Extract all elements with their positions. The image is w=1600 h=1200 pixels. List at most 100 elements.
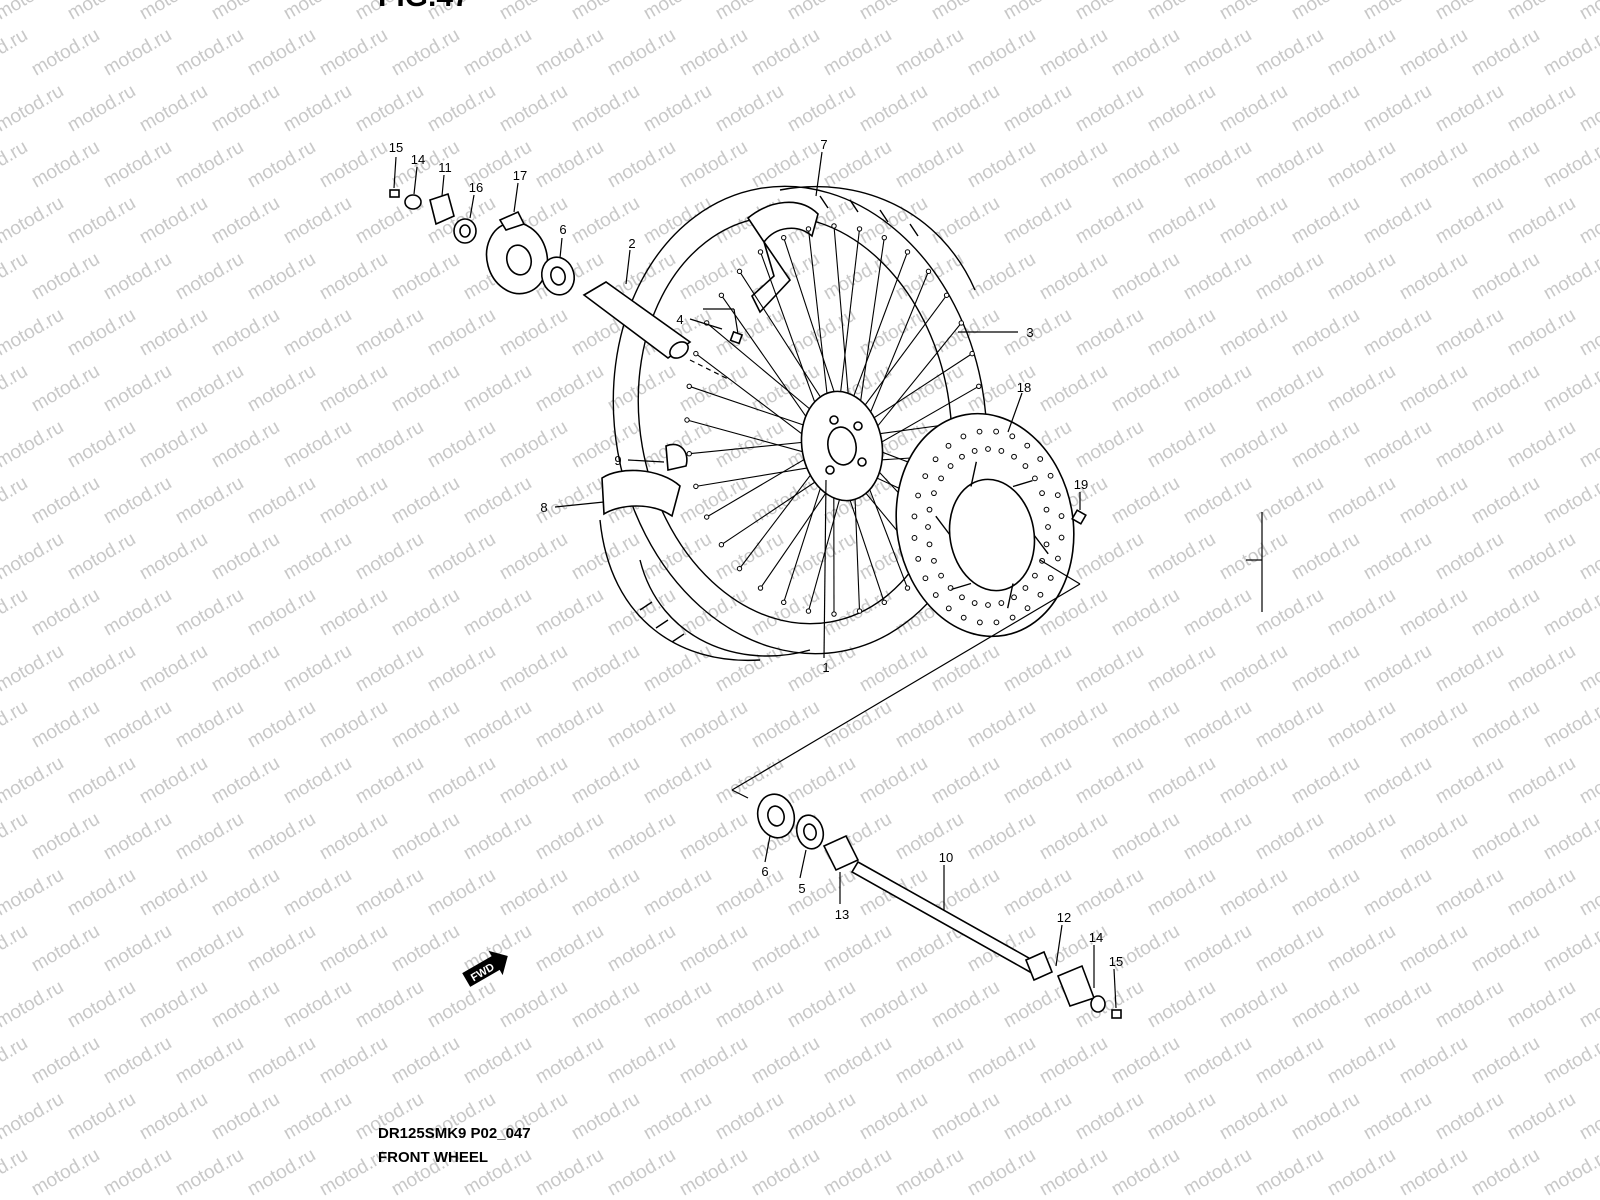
watermark-text: motod.ru: [712, 305, 787, 361]
watermark-text: motod.ru: [28, 921, 103, 977]
watermark-text: motod.ru: [280, 641, 355, 697]
watermark-text: motod.ru: [1072, 529, 1147, 585]
spoke: [721, 471, 831, 546]
watermark-text: motod.ru: [64, 305, 139, 361]
disc-hole: [993, 619, 1000, 626]
watermark-text: motod.ru: [892, 809, 967, 865]
watermark-text: motod.ru: [1216, 305, 1291, 361]
watermark-text: motod.ru: [496, 977, 571, 1033]
watermark-text: motod.ru: [64, 753, 139, 809]
watermark-text: motod.ru: [568, 977, 643, 1033]
watermark-text: motod.ru: [1216, 193, 1291, 249]
watermark-text: motod.ru: [316, 585, 391, 641]
watermark-text: motod.ru: [640, 529, 715, 585]
callout-1: 1: [822, 660, 829, 675]
spoke: [695, 464, 824, 487]
watermark-text: motod.ru: [856, 753, 931, 809]
spoke: [686, 419, 820, 457]
disc-hole: [1022, 463, 1029, 469]
watermark-text: motod.ru: [388, 361, 463, 417]
watermark-text: motod.ru: [352, 865, 427, 921]
tube-drawing: [601, 443, 688, 518]
watermark-text: motod.ru: [1324, 697, 1399, 753]
watermark-text: motod.ru: [1216, 81, 1291, 137]
watermark-text: motod.ru: [1108, 25, 1183, 81]
watermark-text: motod.ru: [172, 809, 247, 865]
disc-hole: [976, 619, 983, 626]
watermark-text: motod.ru: [172, 137, 247, 193]
watermark-text: motod.ru: [100, 137, 175, 193]
watermark-text: motod.ru: [1432, 865, 1507, 921]
watermark-text: motod.ru: [1180, 361, 1255, 417]
watermark-text: motod.ru: [712, 1089, 787, 1145]
watermark-text: motod.ru: [1540, 25, 1600, 81]
spoke-nipple: [757, 585, 764, 591]
watermark-text: motod.ru: [1324, 249, 1399, 305]
watermark-text: motod.ru: [424, 641, 499, 697]
disc-hole: [911, 535, 918, 541]
watermark-text: motod.ru: [1036, 809, 1111, 865]
disc-hole: [922, 575, 929, 582]
spoke: [689, 440, 819, 455]
watermark-text: motod.ru: [0, 529, 67, 585]
watermark-text: motod.ru: [892, 25, 967, 81]
watermark-text: motod.ru: [64, 0, 139, 24]
watermark-text: motod.ru: [0, 753, 67, 809]
watermark-text: motod.ru: [460, 361, 535, 417]
watermark-text: motod.ru: [964, 809, 1039, 865]
watermark-text: motod.ru: [0, 361, 31, 417]
watermark-text: motod.ru: [568, 0, 643, 24]
disc-hole: [1024, 605, 1031, 612]
watermark-text: motod.ru: [1432, 641, 1507, 697]
watermark-text: motod.ru: [784, 753, 859, 809]
watermark-text: motod.ru: [28, 697, 103, 753]
disc-hole: [1009, 614, 1016, 621]
watermark-text: motod.ru: [1036, 1033, 1111, 1089]
spoke: [833, 225, 851, 418]
watermark-text: motod.ru: [604, 697, 679, 753]
watermark-text: motod.ru: [208, 865, 283, 921]
watermark-text: motod.ru: [1468, 697, 1543, 753]
watermark-text: motod.ru: [1144, 81, 1219, 137]
rim-tape-drawing: [746, 201, 819, 314]
callout-14: 14: [411, 152, 425, 167]
watermark-text: motod.ru: [64, 81, 139, 137]
disc-hole: [1058, 534, 1065, 541]
spoke: [706, 450, 819, 518]
watermark-text: motod.ru: [964, 137, 1039, 193]
watermark-text: motod.ru: [1360, 865, 1435, 921]
watermark-text: motod.ru: [1396, 25, 1471, 81]
spoke: [739, 460, 822, 569]
watermark-text: motod.ru: [1000, 753, 1075, 809]
disc-hole: [922, 473, 929, 480]
watermark-text: motod.ru: [208, 641, 283, 697]
watermark-text: motod.ru: [1324, 137, 1399, 193]
watermark-text: motod.ru: [1468, 809, 1543, 865]
watermark-text: motod.ru: [136, 529, 211, 585]
watermark-text: motod.ru: [172, 921, 247, 977]
watermark-text: motod.ru: [244, 1145, 319, 1200]
watermark-text: motod.ru: [1576, 529, 1600, 585]
callout-18: 18: [1017, 380, 1031, 395]
watermark-text: motod.ru: [1144, 305, 1219, 361]
watermark-text: motod.ru: [1252, 921, 1327, 977]
watermark-text: motod.ru: [1180, 473, 1255, 529]
watermark-text: motod.ru: [1288, 753, 1363, 809]
watermark-text: motod.ru: [532, 809, 607, 865]
spoke: [860, 353, 973, 428]
watermark-text: motod.ru: [676, 25, 751, 81]
watermark-text: motod.ru: [1324, 1033, 1399, 1089]
watermark-text: motod.ru: [1288, 641, 1363, 697]
disc-hole: [1043, 541, 1050, 548]
watermark-text: motod.ru: [1360, 305, 1435, 361]
watermark-text: motod.ru: [244, 25, 319, 81]
watermark-text: motod.ru: [1396, 249, 1471, 305]
watermark-text: motod.ru: [172, 25, 247, 81]
watermark-text: motod.ru: [100, 697, 175, 753]
watermark-text: motod.ru: [1288, 1089, 1363, 1145]
watermark-text: motod.ru: [532, 921, 607, 977]
watermark-text: motod.ru: [460, 809, 535, 865]
disc-hole: [971, 600, 978, 606]
watermark-text: motod.ru: [1360, 753, 1435, 809]
